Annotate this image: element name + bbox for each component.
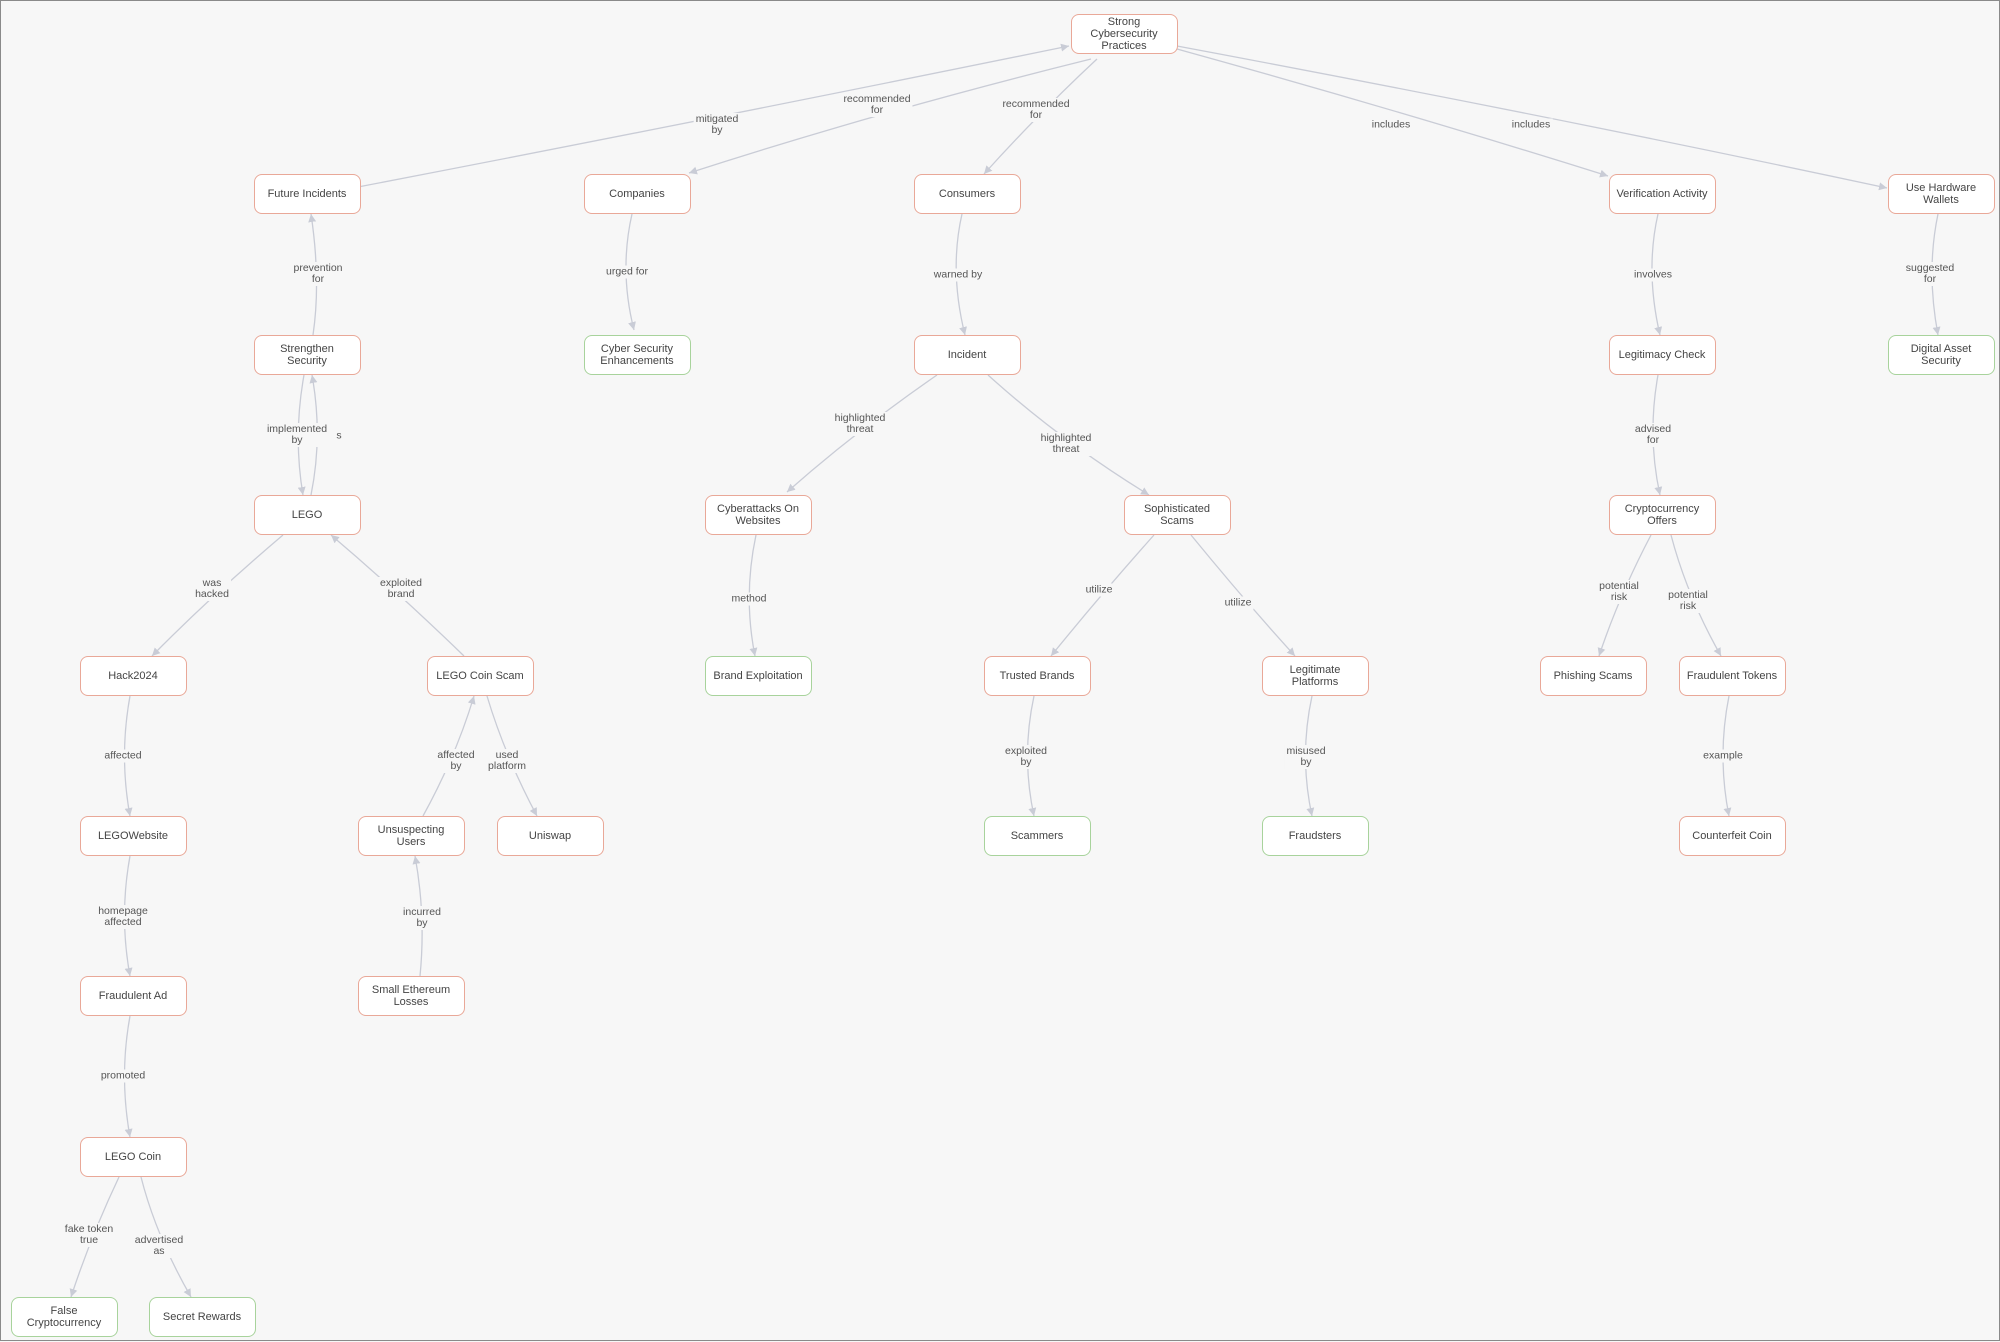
- node-cyberenh[interactable]: Cyber Security Enhancements: [583, 335, 691, 375]
- node-sophist[interactable]: Sophisticated Scams: [1123, 495, 1231, 535]
- node-secret[interactable]: Secret Rewards: [148, 1297, 256, 1337]
- node-strong[interactable]: Strong Cybersecurity Practices: [1070, 14, 1178, 54]
- edge-label-smalleth-to-unsusp: incurred by: [401, 906, 443, 930]
- edge-label-trusted-to-scammers: exploited by: [1002, 745, 1050, 769]
- edge-label-unsusp-to-legoscam: affected by: [435, 749, 477, 773]
- node-incident[interactable]: Incident: [913, 335, 1021, 375]
- node-verif[interactable]: Verification Activity: [1608, 174, 1716, 214]
- edge-label-strengthen-to-future: prevention for: [291, 262, 345, 286]
- edge-label-lego-to-strengthen: s: [334, 429, 344, 443]
- edge-label-legoscam-to-lego: exploited brand: [377, 577, 425, 601]
- node-consumers[interactable]: Consumers: [913, 174, 1021, 214]
- node-smalleth[interactable]: Small Ethereum Losses: [357, 976, 465, 1016]
- edge-label-strengthen-to-lego: implemented by: [264, 423, 330, 447]
- edge-label-legit-to-crypto: advised for: [1632, 423, 1674, 447]
- node-legitplat[interactable]: Legitimate Platforms: [1261, 656, 1369, 696]
- edge-label-legoweb-to-fraudad: homepage affected: [96, 905, 150, 929]
- edge-strong-to-hardware: [1176, 45, 1888, 191]
- node-unsusp[interactable]: Unsuspecting Users: [357, 816, 465, 856]
- node-strengthen[interactable]: Strengthen Security: [253, 335, 361, 375]
- node-legocoin[interactable]: LEGO Coin: [79, 1137, 187, 1177]
- edge-label-companies-to-cyberenh: urged for: [603, 265, 651, 279]
- edge-label-legocoin-to-secret: advertised as: [132, 1234, 186, 1258]
- node-hardware[interactable]: Use Hardware Wallets: [1887, 174, 1995, 214]
- edge-label-sophist-to-trusted: utilize: [1083, 583, 1115, 597]
- node-phishing[interactable]: Phishing Scams: [1539, 656, 1647, 696]
- edge-label-sophist-to-legitplat: utilize: [1222, 596, 1254, 610]
- edge-label-lego-to-hack: was hacked: [193, 577, 231, 601]
- edge-label-hack-to-legoweb: affected: [102, 749, 144, 763]
- edge-label-legoscam-to-uniswap: used platform: [486, 749, 528, 773]
- node-scammers[interactable]: Scammers: [983, 816, 1091, 856]
- edge-label-verif-to-legit: involves: [1632, 268, 1674, 282]
- node-companies[interactable]: Companies: [583, 174, 691, 214]
- node-legoscam[interactable]: LEGO Coin Scam: [426, 656, 534, 696]
- edge-sophist-to-trusted: [1050, 534, 1155, 657]
- node-uniswap[interactable]: Uniswap: [496, 816, 604, 856]
- node-legit[interactable]: Legitimacy Check: [1608, 335, 1716, 375]
- node-brandexp[interactable]: Brand Exploitation: [704, 656, 812, 696]
- node-fraudtok[interactable]: Fraudulent Tokens: [1678, 656, 1786, 696]
- edge-label-fraudtok-to-counterfeit: example: [1701, 749, 1745, 763]
- edge-label-future-to-strong: mitigated by: [693, 113, 741, 137]
- node-digital[interactable]: Digital Asset Security: [1887, 335, 1995, 375]
- edge-label-incident-to-cyberatt: highlighted threat: [832, 412, 888, 436]
- node-legoweb[interactable]: LEGOWebsite: [79, 816, 187, 856]
- edge-label-hardware-to-digital: suggested for: [1903, 262, 1957, 286]
- edge-label-crypto-to-fraudtok: potential risk: [1666, 589, 1710, 613]
- edge-label-strong-to-companies: recommended for: [841, 93, 913, 117]
- node-cyberatt[interactable]: Cyberattacks On Websites: [704, 495, 812, 535]
- edge-sophist-to-legitplat: [1190, 534, 1296, 657]
- edge-label-strong-to-consumers: recommended for: [1000, 98, 1072, 122]
- node-crypto[interactable]: Cryptocurrency Offers: [1608, 495, 1716, 535]
- node-fraudad[interactable]: Fraudulent Ad: [79, 976, 187, 1016]
- edge-label-incident-to-sophist: highlighted threat: [1038, 432, 1094, 456]
- edge-label-legocoin-to-falsecrypto: fake token true: [62, 1223, 116, 1247]
- node-hack[interactable]: Hack2024: [79, 656, 187, 696]
- edge-label-strong-to-hardware: includes: [1509, 118, 1553, 132]
- edge-strong-to-verif: [1176, 48, 1609, 178]
- node-counterfeit[interactable]: Counterfeit Coin: [1678, 816, 1786, 856]
- node-trusted[interactable]: Trusted Brands: [983, 656, 1091, 696]
- node-future[interactable]: Future Incidents: [253, 174, 361, 214]
- node-fraudsters[interactable]: Fraudsters: [1261, 816, 1369, 856]
- edge-label-crypto-to-phishing: potential risk: [1597, 580, 1641, 604]
- edge-label-strong-to-verif: includes: [1369, 118, 1413, 132]
- edge-label-fraudad-to-legocoin: promoted: [98, 1069, 148, 1083]
- node-lego[interactable]: LEGO: [253, 495, 361, 535]
- edge-label-consumers-to-incident: warned by: [931, 268, 985, 282]
- edge-label-cyberatt-to-brandexp: method: [729, 592, 769, 606]
- node-falsecrypto[interactable]: False Cryptocurrency: [10, 1297, 118, 1337]
- edge-label-legitplat-to-fraudsters: misused by: [1284, 745, 1328, 769]
